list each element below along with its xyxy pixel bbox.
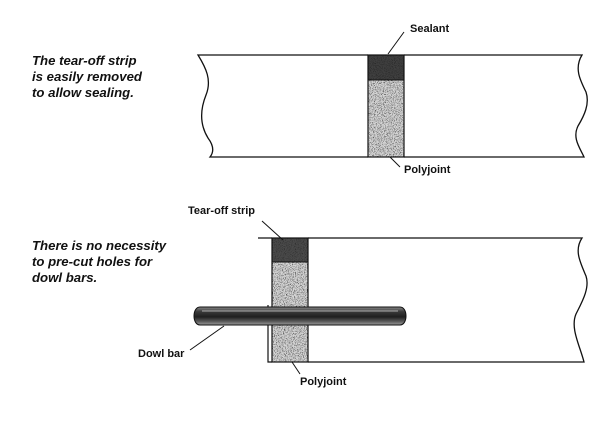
dowl-bar-leader-line — [189, 325, 225, 351]
bottom-left-slab — [258, 237, 272, 363]
dowl-bar-label: Dowl bar — [138, 348, 185, 360]
top-right-slab — [404, 54, 588, 158]
dowl-bar — [193, 306, 407, 326]
top-caption: The tear-off strip is easily removed to … — [32, 53, 142, 100]
sealant-leader-line — [387, 31, 405, 55]
top-left-slab — [196, 54, 368, 158]
bottom-slab-assembly — [189, 220, 588, 375]
top-slab-assembly — [196, 31, 588, 168]
sealant-label: Sealant — [410, 23, 450, 35]
bottom-caption: There is no necessity to pre-cut holes f… — [32, 238, 167, 285]
top-polyjoint-label: Polyjoint — [404, 164, 451, 176]
tear-off-strip-leader-line — [261, 220, 284, 241]
bottom-polyjoint-leader-line — [291, 361, 301, 375]
top-polyjoint-leader-line — [389, 156, 401, 168]
tear-off-strip-label: Tear-off strip — [188, 205, 256, 217]
bottom-right-slab — [308, 237, 588, 363]
bottom-polyjoint-label: Polyjoint — [300, 376, 347, 388]
